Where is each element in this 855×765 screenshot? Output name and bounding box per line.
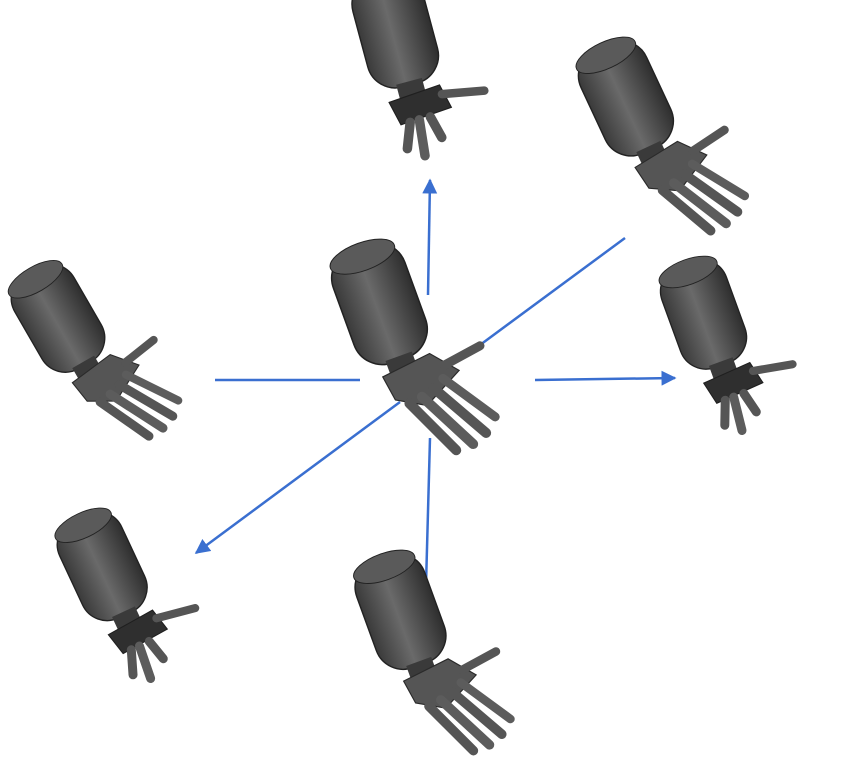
pose-two-finger-extend[interactable] <box>567 11 760 255</box>
robot-hand-icon <box>0 232 194 463</box>
robot-hand-icon <box>345 0 497 164</box>
pose-pinch-grasp[interactable] <box>47 486 214 692</box>
robot-hand-icon <box>652 237 808 441</box>
arrow-to-two-finger-extend <box>479 236 626 347</box>
pose-fist-thumb-out[interactable] <box>652 237 808 441</box>
pose-index-pointing[interactable] <box>346 528 525 765</box>
robot-hand-icon <box>567 11 760 255</box>
pose-three-finger-grasp[interactable] <box>345 0 497 164</box>
robot-hand-icon <box>322 216 511 471</box>
arrow-to-index-pointing <box>424 437 432 586</box>
robot-hand-icon <box>47 486 214 692</box>
arrows <box>194 178 677 586</box>
arrow-to-three-finger-grasp <box>422 178 438 296</box>
center-open-hand[interactable] <box>322 216 511 471</box>
pose-flat-grasp[interactable] <box>0 232 194 463</box>
arrow-to-pinch-grasp <box>194 400 401 555</box>
robot-hand-icon <box>346 528 525 765</box>
arrow-to-fist-thumb-out <box>534 370 677 386</box>
